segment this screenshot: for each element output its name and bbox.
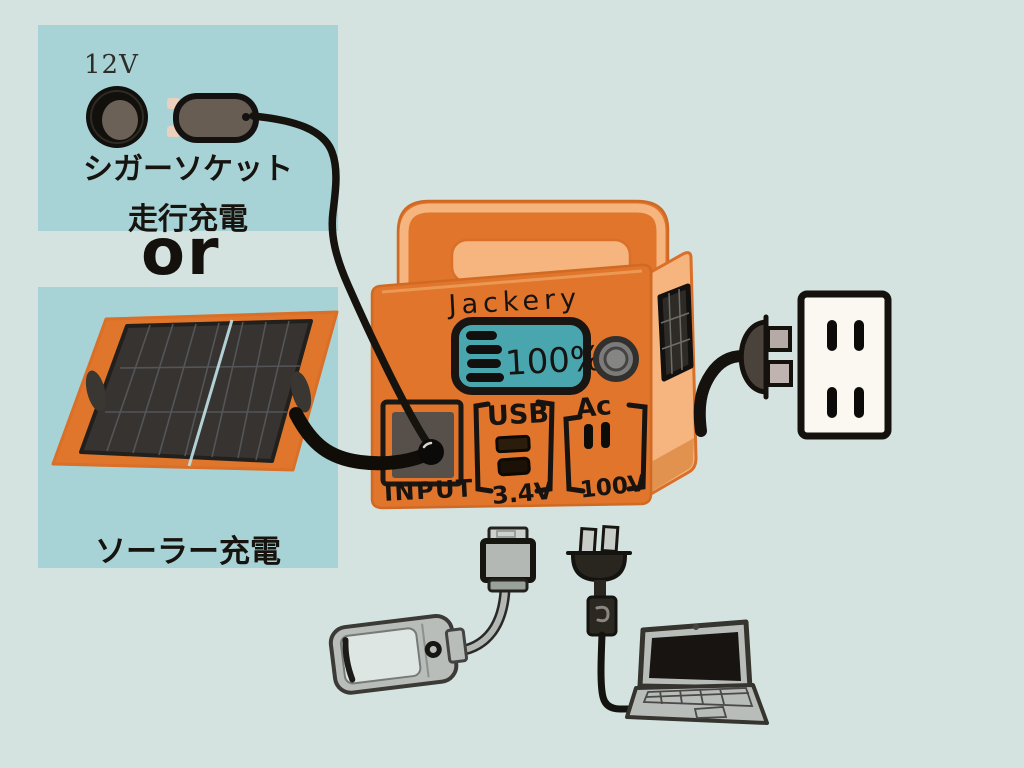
ac-output-cable	[693, 350, 749, 437]
or-separator-label: or	[141, 216, 221, 290]
usb-label: USB	[486, 398, 549, 432]
usb-connector-icon	[480, 526, 536, 593]
drive-charging-label: 走行充電	[128, 202, 248, 237]
ac-outlet-port: Ac 100V	[563, 391, 648, 504]
station-side-shadow	[651, 438, 694, 492]
laptop-power-cord	[597, 631, 652, 713]
power-button	[593, 336, 639, 382]
brand-label: Jackery	[446, 283, 582, 321]
usb-ports: USB 3.4V	[473, 398, 555, 510]
laptop-icon	[625, 619, 769, 725]
side-vent	[657, 283, 694, 382]
solar-panel-icon	[51, 310, 339, 472]
ac-plug-icon	[738, 314, 793, 400]
usb-voltage-label: 3.4V	[491, 477, 555, 510]
battery-level-value: 100%	[504, 339, 603, 384]
solar-charge-cable	[289, 407, 438, 471]
smartphone-icon	[328, 613, 469, 695]
voltage-12v-label: 12V	[84, 50, 139, 80]
cigarette-plug-icon	[167, 93, 259, 143]
battery-display: 100%	[451, 317, 603, 395]
solar-charging-label: ソーラー充電	[95, 534, 281, 570]
cigarette-socket-icon	[86, 86, 148, 148]
ac-label: Ac	[575, 391, 613, 424]
input-cable-connector	[418, 439, 444, 465]
wall-outlet-icon	[797, 290, 892, 440]
laptop-plug-icon	[566, 524, 632, 637]
input-port-label: INPUT	[383, 474, 474, 507]
cigarette-charge-cable	[249, 112, 437, 455]
cigarette-socket-label: シガーソケット	[83, 152, 293, 187]
